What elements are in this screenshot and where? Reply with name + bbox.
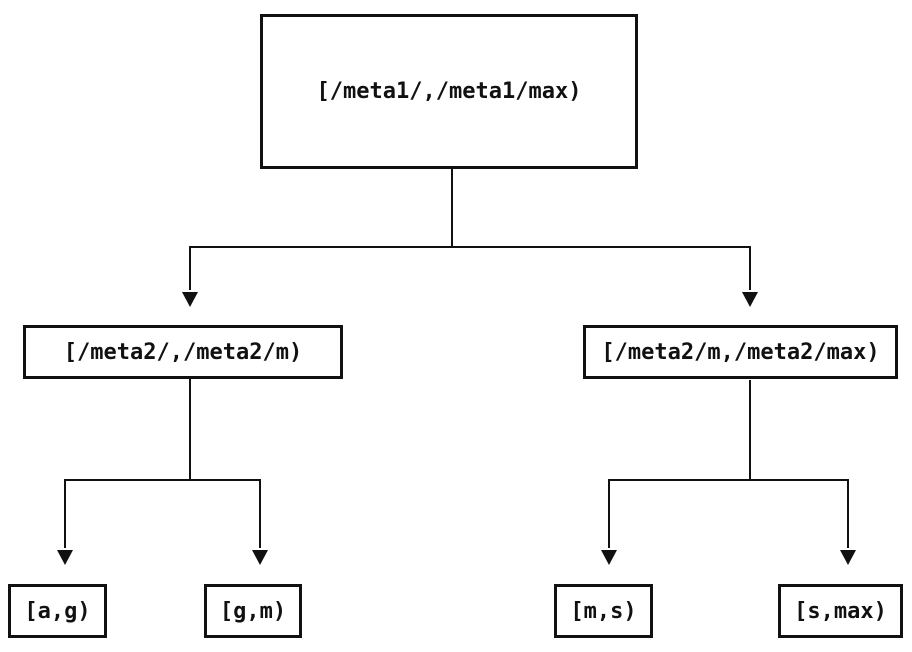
node-label: [a,g) (24, 598, 91, 624)
tree-node-right: [/meta2/m,/meta2/max) (583, 325, 898, 379)
tree-node-left: [/meta2/,/meta2/m) (23, 325, 343, 379)
node-label: [m,s) (570, 598, 637, 624)
connector-bar-line (608, 479, 849, 481)
connector-stem-line (749, 380, 751, 480)
connector-drop-line (189, 247, 191, 290)
arrowhead-down-icon (57, 550, 73, 565)
tree-node-leaf-s-max: [s,max) (778, 584, 903, 638)
arrowhead-down-icon (601, 550, 617, 565)
connector-drop-line (847, 480, 849, 548)
connector-bar-line (64, 479, 261, 481)
node-label: [g,m) (219, 598, 287, 624)
tree-node-root: [/meta1/,/meta1/max) (260, 14, 638, 169)
node-label: [s,max) (794, 598, 887, 624)
connector-drop-line (608, 480, 610, 548)
connector-stem-line (451, 169, 453, 247)
tree-node-leaf-g-m: [g,m) (204, 584, 302, 638)
tree-node-leaf-m-s: [m,s) (554, 584, 653, 638)
connector-bar-line (189, 246, 751, 248)
arrowhead-down-icon (840, 550, 856, 565)
node-label: [/meta2/,/meta2/m) (63, 339, 303, 365)
connector-drop-line (749, 247, 751, 290)
connector-drop-line (259, 480, 261, 548)
node-label: [/meta1/,/meta1/max) (316, 79, 582, 104)
arrowhead-down-icon (182, 292, 198, 307)
connector-stem-line (189, 379, 191, 480)
arrowhead-down-icon (742, 292, 758, 307)
node-label: [/meta2/m,/meta2/max) (601, 339, 880, 365)
arrowhead-down-icon (252, 550, 268, 565)
connector-drop-line (64, 480, 66, 548)
tree-node-leaf-a-g: [a,g) (8, 584, 107, 638)
